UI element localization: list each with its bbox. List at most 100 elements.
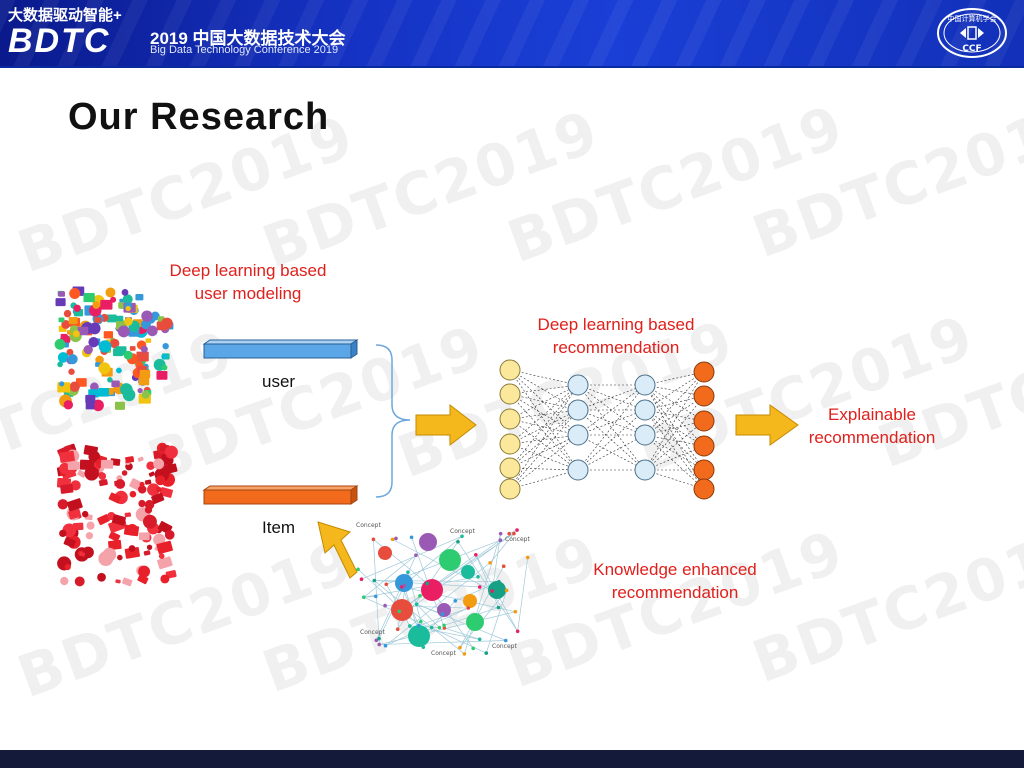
item-icon-dot (80, 460, 95, 470)
user-icon-dot (56, 298, 66, 306)
kg-small-node (466, 606, 470, 610)
kg-concept-label: Concept (450, 528, 475, 535)
arrow-kg-to-item (318, 522, 357, 578)
kg-small-node (442, 624, 446, 628)
user-icon-dot (83, 293, 94, 302)
kg-concept-label: Concept (492, 643, 517, 650)
kg-small-node (460, 534, 464, 538)
item-icon-dot (125, 456, 134, 463)
item-icon-dot (59, 530, 66, 537)
item-icon-dot (156, 487, 162, 493)
kg-small-node (406, 570, 410, 574)
output-node (694, 411, 714, 431)
kg-small-node (490, 589, 494, 593)
item-icon-dot (143, 550, 150, 556)
input-node (500, 409, 520, 429)
item-icon-dot (122, 577, 133, 586)
output-node (694, 460, 714, 480)
user-icon-dot (120, 383, 133, 396)
kg-small-node (507, 532, 511, 536)
hidden-node (568, 400, 588, 420)
input-node (500, 479, 520, 499)
item-icon-dot (99, 473, 106, 480)
kg-small-node (384, 582, 388, 586)
kg-small-node (453, 599, 457, 603)
item-icon-cloud (57, 443, 178, 587)
kg-small-node (391, 538, 395, 542)
arrow-to-explainable (736, 405, 798, 445)
kg-small-node (488, 561, 492, 565)
user-icon-dot (141, 310, 152, 321)
kg-small-node (476, 575, 480, 579)
kg-small-node (438, 626, 442, 630)
user-icon-dot (162, 343, 168, 349)
user-icon-dot (69, 317, 78, 324)
kg-small-node (441, 612, 445, 616)
kg-small-node (374, 638, 378, 642)
kg-small-node (505, 589, 509, 593)
item-icon-dot (117, 555, 123, 561)
item-icon-dot (75, 576, 85, 586)
kg-small-node (497, 606, 501, 610)
kg-small-node (372, 579, 376, 583)
kg-small-node (402, 584, 406, 588)
kg-small-node (526, 556, 530, 560)
item-icon-dot (140, 482, 145, 487)
item-icon-dot (165, 530, 175, 540)
neural-network (500, 360, 714, 499)
kg-small-node (499, 532, 503, 536)
item-icon-dot (99, 479, 108, 486)
user-icon-dot (157, 321, 168, 330)
nn-edge (510, 435, 578, 468)
kg-small-node (396, 627, 400, 631)
kg-concept-label: Concept (356, 522, 381, 529)
user-icon-dot (116, 368, 122, 374)
kg-small-node (502, 564, 506, 568)
kg-small-node (362, 595, 366, 599)
hidden-node (568, 425, 588, 445)
kg-small-node (497, 580, 501, 584)
kg-small-node (372, 538, 376, 542)
hidden-node (568, 375, 588, 395)
kg-small-node (504, 639, 508, 643)
hidden-node (568, 460, 588, 480)
user-icon-dot (124, 317, 133, 326)
item-icon-dot (166, 561, 171, 566)
output-node (694, 479, 714, 499)
item-icon-dot (68, 461, 80, 470)
item-icon-dot (83, 445, 98, 457)
item-icon-dot (165, 446, 178, 459)
nn-edge (510, 470, 578, 489)
user-icon-dot (135, 294, 143, 300)
user-icon-dot (92, 301, 100, 309)
user-icon-dot (111, 380, 119, 387)
kg-small-node (384, 644, 388, 648)
item-icon-dot (153, 458, 164, 469)
item-icon-dot (155, 475, 165, 485)
combine-brace (376, 345, 410, 497)
item-icon-dot (82, 511, 88, 517)
input-node (500, 360, 520, 380)
user-icon-dot (130, 346, 136, 351)
item-icon-dot (147, 545, 152, 550)
kg-small-node (516, 630, 520, 634)
kg-small-node (397, 610, 401, 614)
input-node (500, 384, 520, 404)
user-icon-dot (61, 334, 67, 339)
user-icon-dot (98, 362, 110, 374)
kg-small-node (417, 624, 421, 628)
output-node (694, 436, 714, 456)
user-icon-dot (138, 388, 143, 393)
hidden-node (635, 375, 655, 395)
kg-concept-label: Concept (360, 629, 385, 636)
user-icon-dot (89, 323, 101, 335)
item-icon-dot (60, 577, 68, 585)
item-icon-dot (86, 532, 93, 539)
user-icon-dot (68, 369, 74, 375)
kg-small-node (425, 582, 429, 586)
user-icon-dot (161, 354, 167, 360)
user-icon-dot (59, 381, 64, 386)
kg-edge (379, 640, 505, 644)
user-icon-dot (84, 345, 93, 354)
